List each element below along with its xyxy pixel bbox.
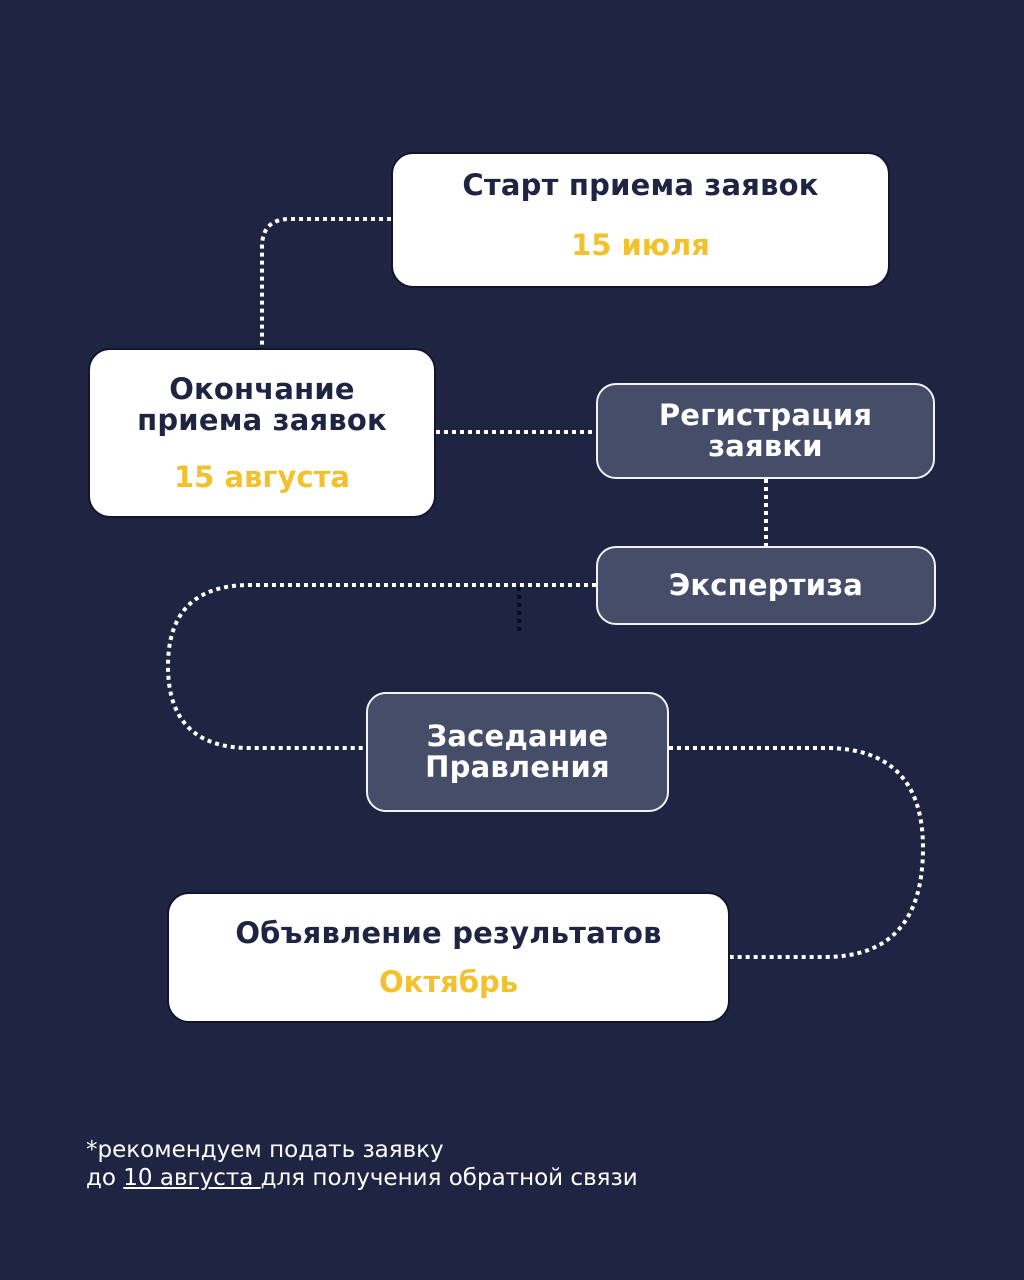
footnote: *рекомендуем подать заявку до 10 августа…: [86, 1136, 638, 1192]
step-start-title: Старт приема заявок: [462, 168, 819, 202]
step-end-applications: Окончание приема заявок 15 августа: [88, 348, 436, 518]
step-registration-title-line2: заявки: [708, 429, 823, 463]
step-expertise: Экспертиза: [596, 546, 936, 625]
step-end-title-line1: Окончание: [169, 371, 355, 406]
step-results-announcement: Объявление результатов Октябрь: [167, 892, 730, 1023]
connector-board-to-results: [669, 746, 926, 959]
step-board-title-line1: Заседание: [426, 719, 609, 753]
footnote-line2: до 10 августа для получения обратной свя…: [86, 1164, 638, 1192]
step-expertise-title: Экспертиза: [668, 568, 864, 602]
step-board-title-line2: Правления: [425, 750, 610, 784]
step-registration: Регистрация заявки: [596, 383, 935, 479]
step-results-date: Октябрь: [378, 964, 519, 999]
step-end-title-line2: приема заявок: [137, 402, 387, 437]
step-end-date: 15 августа: [174, 459, 350, 494]
step-registration-title-line1: Регистрация: [658, 398, 873, 432]
footnote-line1: *рекомендуем подать заявку: [86, 1137, 444, 1163]
step-start-applications: Старт приема заявок 15 июля: [391, 152, 890, 288]
step-results-title: Объявление результатов: [235, 915, 662, 950]
footnote-deadline-date: 10 августа: [123, 1165, 261, 1191]
footnote-line2-prefix: до: [86, 1165, 124, 1191]
connector-start-to-end: [260, 217, 391, 348]
step-start-date: 15 июля: [571, 228, 710, 262]
footnote-line2-suffix: для получения обратной связи: [260, 1165, 638, 1191]
step-board-meeting: Заседание Правления: [366, 692, 669, 812]
